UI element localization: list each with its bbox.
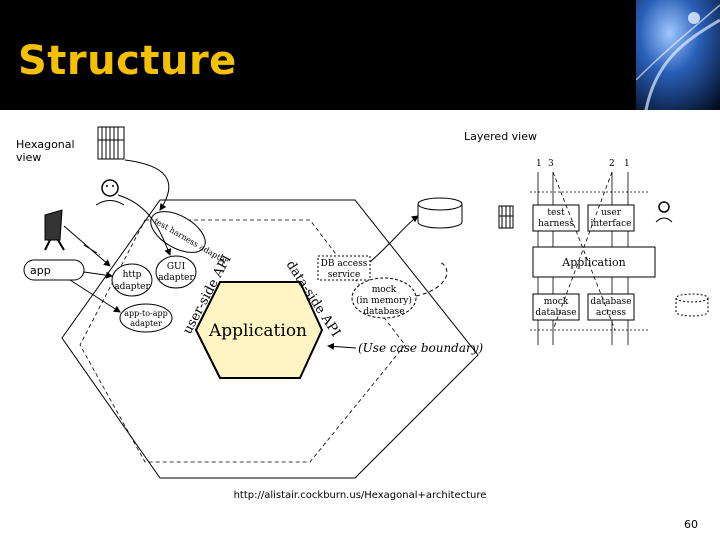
layered-database-icon	[675, 293, 709, 317]
svg-text:adapter: adapter	[158, 273, 194, 283]
layered-server-rack-icon	[498, 205, 514, 229]
svg-text:mock: mock	[372, 285, 397, 295]
layered-mock-database-box: mock database	[532, 293, 580, 321]
svg-text:Application: Application	[561, 256, 625, 269]
svg-text:user: user	[601, 208, 622, 218]
layered-application-box: Application	[532, 246, 656, 278]
app-box	[23, 259, 85, 281]
server-rack-icon	[97, 126, 125, 160]
http-adapter: http adapter	[111, 263, 153, 297]
svg-text:(in memory): (in memory)	[356, 295, 412, 306]
svg-text:2: 2	[609, 159, 615, 169]
outer-hexagon	[61, 199, 479, 479]
svg-text:harness: harness	[538, 219, 574, 229]
inner-hexagon-dashed	[79, 219, 406, 463]
satellite-dish-icon	[44, 209, 65, 251]
svg-text:access: access	[596, 308, 626, 318]
svg-text:GUI: GUI	[167, 262, 186, 272]
svg-text:interface: interface	[591, 219, 632, 229]
use-case-boundary-label: (Use case boundary)	[358, 341, 484, 355]
svg-text:database: database	[535, 308, 576, 318]
slide-header: Structure	[0, 0, 720, 110]
user-person-icon	[95, 179, 125, 206]
app-label: app	[30, 264, 51, 277]
svg-text:http: http	[123, 270, 142, 280]
slide-title: Structure	[18, 38, 237, 84]
svg-text:adapter: adapter	[130, 319, 162, 328]
source-url: http://alistair.cockburn.us/Hexagonal+ar…	[233, 490, 487, 501]
app-to-app-adapter: app-to-app adapter	[119, 303, 173, 333]
use-case-boundary-arrow	[327, 342, 357, 350]
layered-diagram: 1 3 2 1 test harness user interface Appl…	[498, 159, 709, 345]
svg-text:mock: mock	[544, 297, 569, 307]
svg-text:3: 3	[548, 159, 554, 169]
layered-user-interface-box: user interface	[587, 204, 635, 232]
db-access-service: DB access service	[317, 255, 371, 281]
architecture-diagram: Application app test harness adapter GUI…	[23, 126, 709, 479]
layered-view-label: Layered view	[464, 130, 538, 143]
svg-text:service: service	[328, 270, 361, 280]
svg-text:database: database	[590, 297, 631, 307]
svg-text:1: 1	[536, 159, 542, 169]
hexagonal-view-label: Hexagonal view	[16, 138, 75, 164]
application-label: Application	[208, 321, 307, 341]
header-decoration-image	[636, 0, 720, 110]
layered-database-access-box: database access	[587, 293, 635, 321]
svg-text:database: database	[363, 307, 404, 317]
svg-text:DB access: DB access	[321, 259, 368, 269]
page-number: 60	[684, 518, 698, 531]
application-hexagon	[194, 281, 324, 379]
svg-text:app-to-app: app-to-app	[124, 309, 167, 318]
svg-text:1: 1	[624, 159, 630, 169]
hexagonal-connectors	[63, 159, 448, 313]
svg-text:adapter: adapter	[114, 282, 150, 292]
database-cylinder-icon	[417, 197, 463, 229]
layered-test-harness-box: test harness	[532, 204, 580, 232]
svg-text:test: test	[547, 208, 565, 218]
mock-in-memory-database: mock (in memory) database	[351, 277, 417, 319]
layered-user-person-icon	[655, 201, 673, 223]
gui-adapter: GUI adapter	[155, 255, 197, 289]
